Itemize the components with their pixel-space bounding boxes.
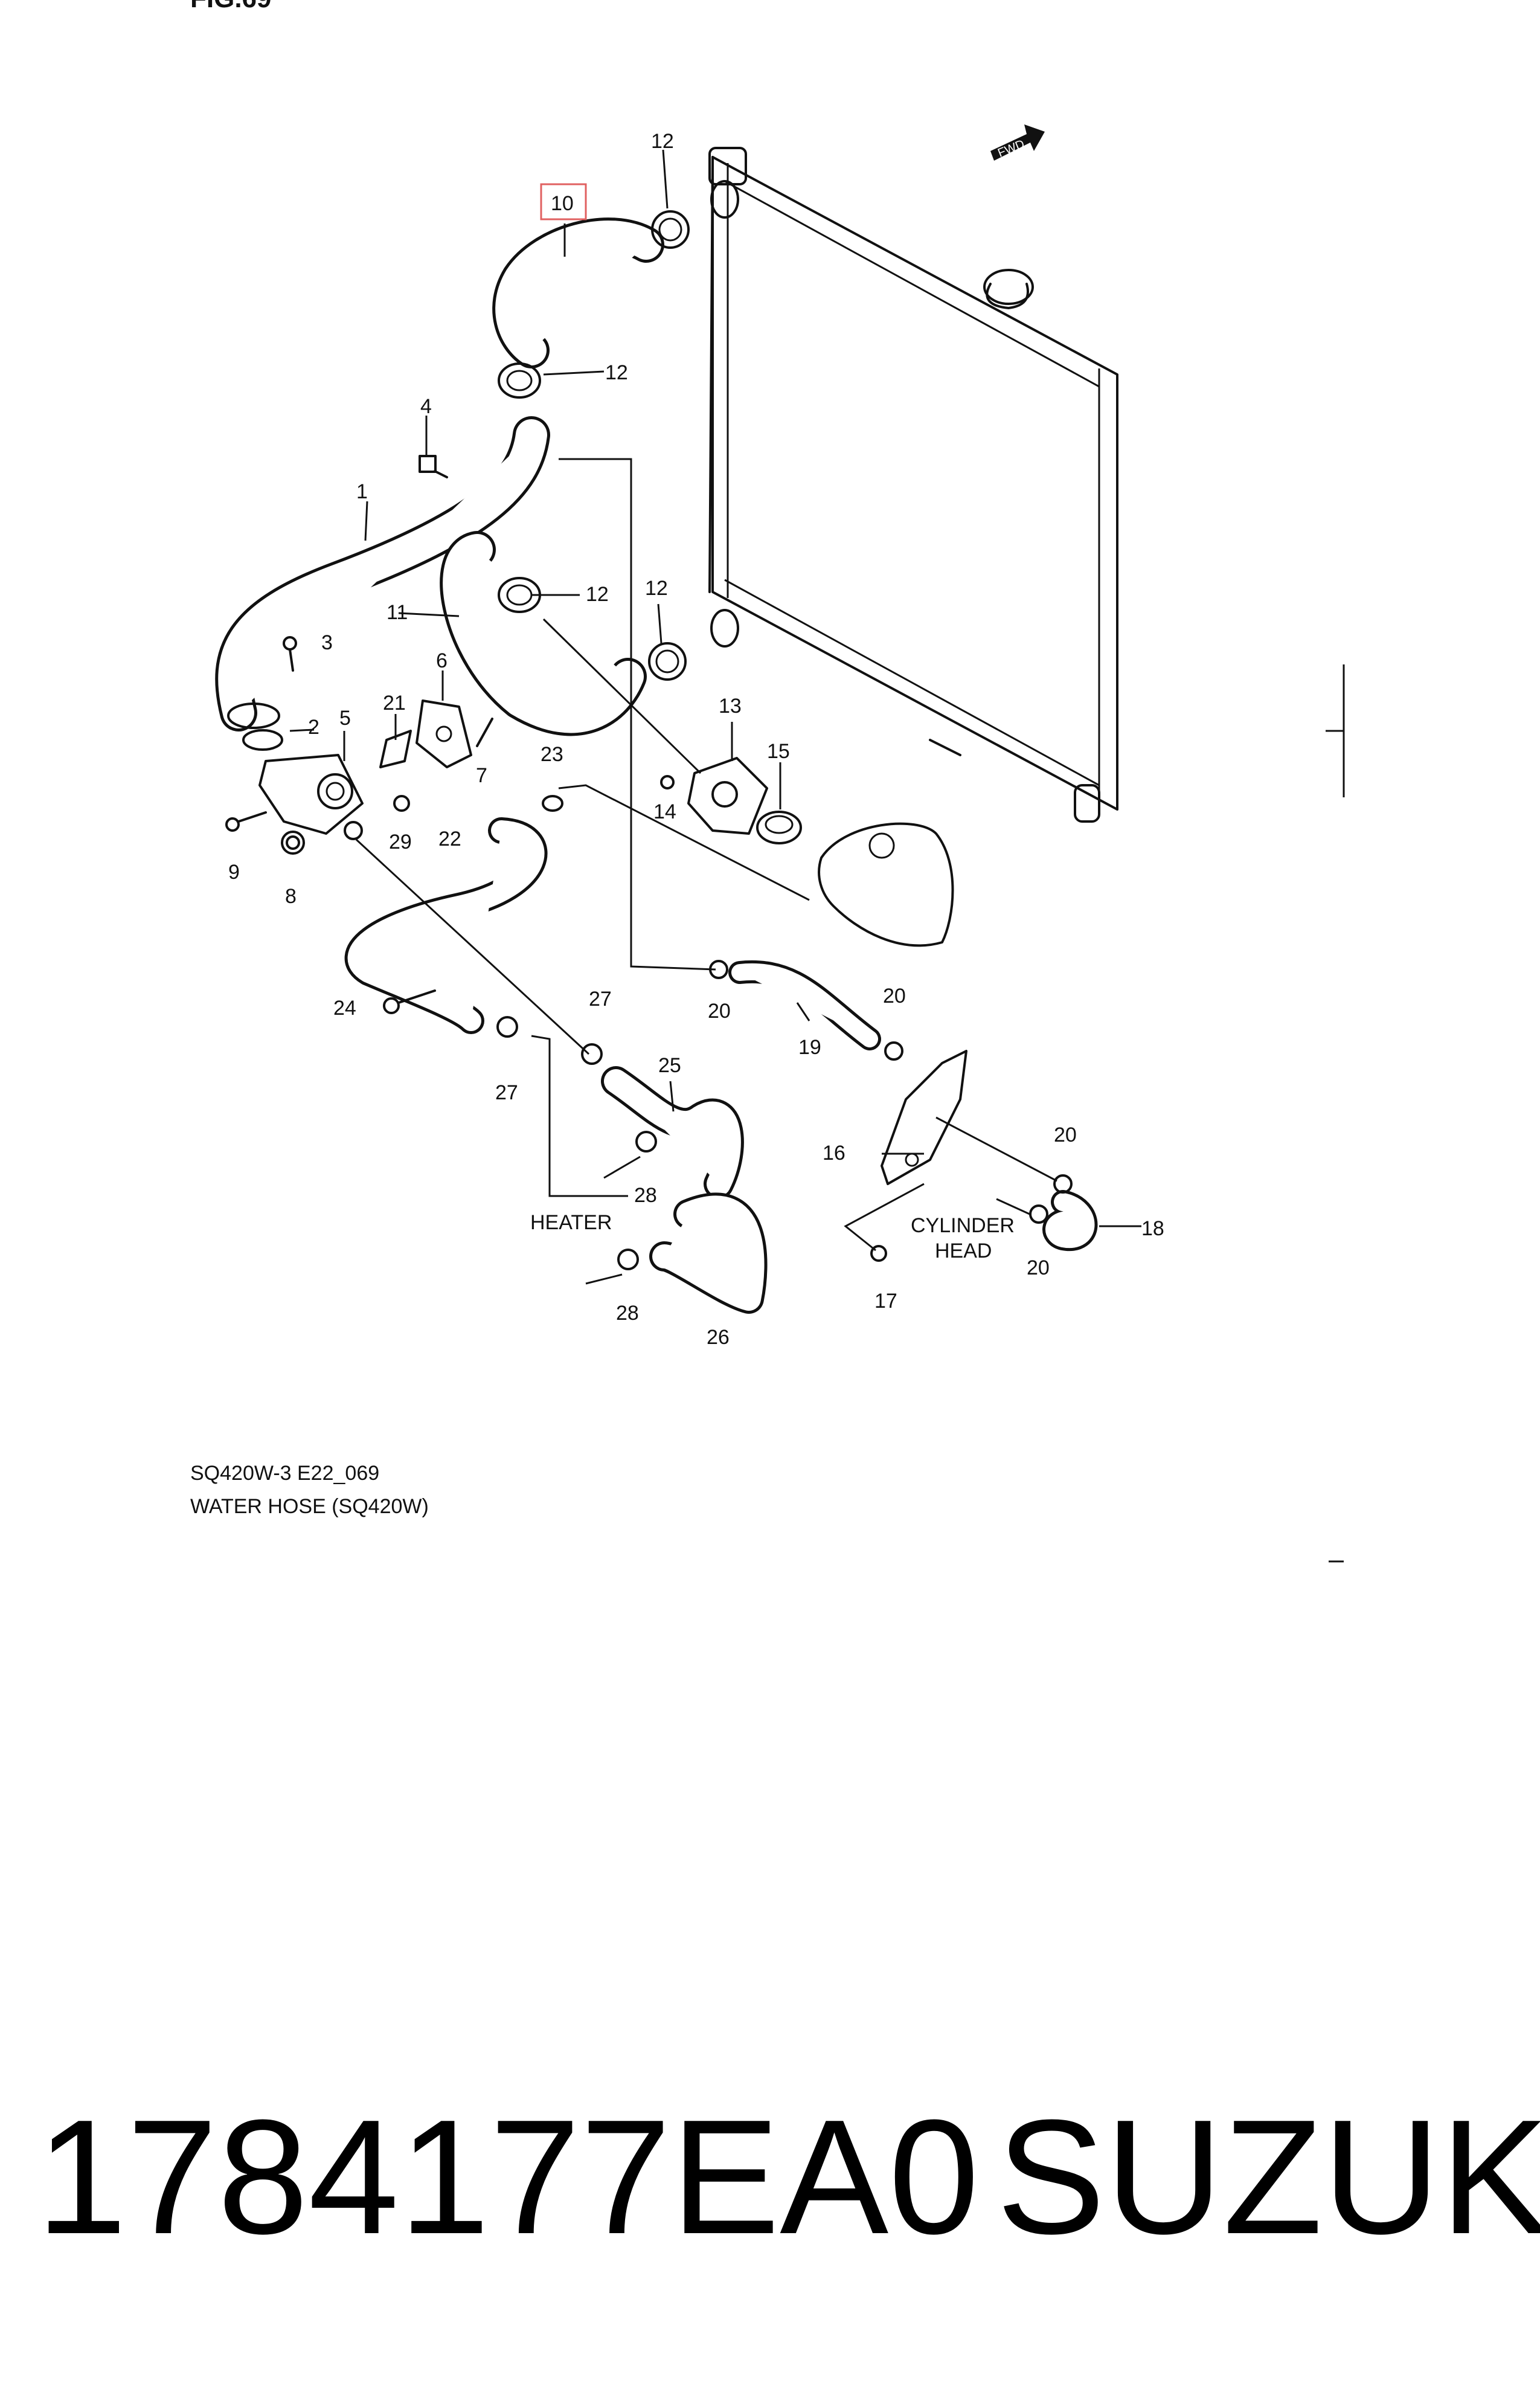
clamp-27-a — [581, 1043, 603, 1065]
sensor-21 — [379, 730, 412, 768]
thermostat-15 — [756, 811, 802, 844]
heater-label: HEATER — [530, 1211, 612, 1234]
callout-20-c: 20 — [1054, 1124, 1077, 1146]
callout-13: 13 — [719, 695, 742, 718]
callout-12-lower: 12 — [586, 583, 609, 606]
callout-27-a: 27 — [589, 988, 612, 1011]
callout-27-b: 27 — [495, 1081, 518, 1104]
thermostat-cover-13 — [687, 757, 768, 835]
callout-22: 22 — [438, 828, 461, 850]
gasket-6 — [415, 699, 472, 768]
callout-4: 4 — [420, 395, 432, 418]
thermostat-housing-5 — [258, 754, 364, 855]
fwd-badge-text: FWD — [996, 137, 1026, 159]
callout-9: 9 — [228, 861, 240, 884]
caption-title: WATER HOSE (SQ420W) — [190, 1495, 429, 1518]
bolt-9 — [225, 811, 267, 832]
callout-25: 25 — [658, 1054, 681, 1077]
clamp-28-a — [635, 1131, 657, 1153]
clamp-12-right — [648, 642, 687, 681]
bolt-14 — [660, 775, 675, 789]
ring-23 — [542, 795, 563, 812]
caption-code: SQ420W-3 E22_069 — [190, 1462, 379, 1485]
callout-14: 14 — [653, 800, 676, 823]
callout-12-mid: 12 — [605, 361, 628, 384]
callouts: 12 10 12 4 1 11 12 12 3 6 13 21 5 2 15 2… — [228, 130, 1164, 1349]
callout-15: 15 — [767, 740, 790, 763]
hose-1 — [218, 419, 547, 728]
callout-18: 18 — [1141, 1217, 1164, 1240]
callout-12-top: 12 — [651, 130, 674, 153]
callout-6: 6 — [436, 649, 448, 672]
callout-ticks — [289, 149, 1141, 1227]
callout-17: 17 — [874, 1290, 897, 1313]
hose-11 — [443, 534, 644, 733]
hose-25 — [604, 1069, 741, 1196]
hose-22 — [347, 820, 545, 1031]
bolt-29 — [393, 795, 410, 812]
callout-10-highlight — [540, 183, 587, 220]
callout-21: 21 — [383, 692, 406, 715]
fig-label: FIG.69 — [190, 0, 272, 13]
radiator — [708, 147, 1118, 823]
callout-24: 24 — [333, 997, 356, 1020]
callout-23: 23 — [541, 743, 563, 766]
clamp-20-c — [1053, 1174, 1073, 1194]
callout-28-a: 28 — [634, 1184, 657, 1207]
callout-7: 7 — [476, 764, 487, 787]
bolt-8 — [286, 835, 300, 850]
part-number: 1784177EA0 — [36, 2086, 980, 2268]
callout-11: 11 — [387, 601, 408, 624]
clamp-20-b — [884, 1041, 903, 1061]
clamp-2 — [227, 702, 283, 751]
brand-name: SUZUKI — [996, 2086, 1540, 2268]
cylinder-head-label-line1: CYLINDER — [911, 1214, 1015, 1237]
callout-26: 26 — [707, 1326, 730, 1349]
callout-28-b: 28 — [616, 1302, 639, 1325]
leader-lines — [355, 458, 1057, 1285]
stud-7 — [476, 718, 493, 747]
footer — [0, 1987, 1540, 2392]
callout-3: 3 — [321, 631, 333, 654]
callout-19: 19 — [798, 1036, 821, 1059]
hose-26 — [652, 1195, 765, 1311]
callout-10: 10 — [551, 192, 574, 215]
hose-18 — [1045, 1193, 1095, 1249]
callout-20-b: 20 — [883, 985, 906, 1008]
bolt-4 — [419, 455, 448, 478]
fwd-arrow-icon: FWD — [990, 124, 1045, 161]
bolt-24 — [383, 989, 436, 1014]
callout-5: 5 — [339, 707, 351, 730]
cylinder-head-label-line2: HEAD — [935, 1239, 992, 1262]
bolt-3 — [283, 636, 297, 672]
parts-diagram: FIG.69 FWD — [190, 0, 1345, 1563]
callout-20-d: 20 — [1027, 1256, 1050, 1279]
callout-2: 2 — [308, 716, 319, 739]
callout-12-right: 12 — [645, 577, 668, 600]
bolt-17 — [870, 1245, 887, 1262]
clamp-28-b — [617, 1249, 639, 1270]
bracket-16 — [881, 1050, 967, 1185]
callout-16: 16 — [823, 1142, 845, 1165]
callout-20-a: 20 — [708, 1000, 731, 1023]
hose-19 — [731, 963, 878, 1047]
diagram-sheet: FIG.69 FWD — [190, 0, 1345, 1563]
water-pump — [818, 822, 954, 947]
clamp-12-top — [651, 210, 690, 249]
clamp-20-d — [1029, 1204, 1048, 1224]
callout-29: 29 — [389, 831, 412, 854]
callout-8: 8 — [285, 885, 297, 908]
clamp-27-b — [496, 1016, 518, 1038]
callout-1: 1 — [356, 480, 368, 503]
clamp-12-mid — [498, 362, 541, 399]
